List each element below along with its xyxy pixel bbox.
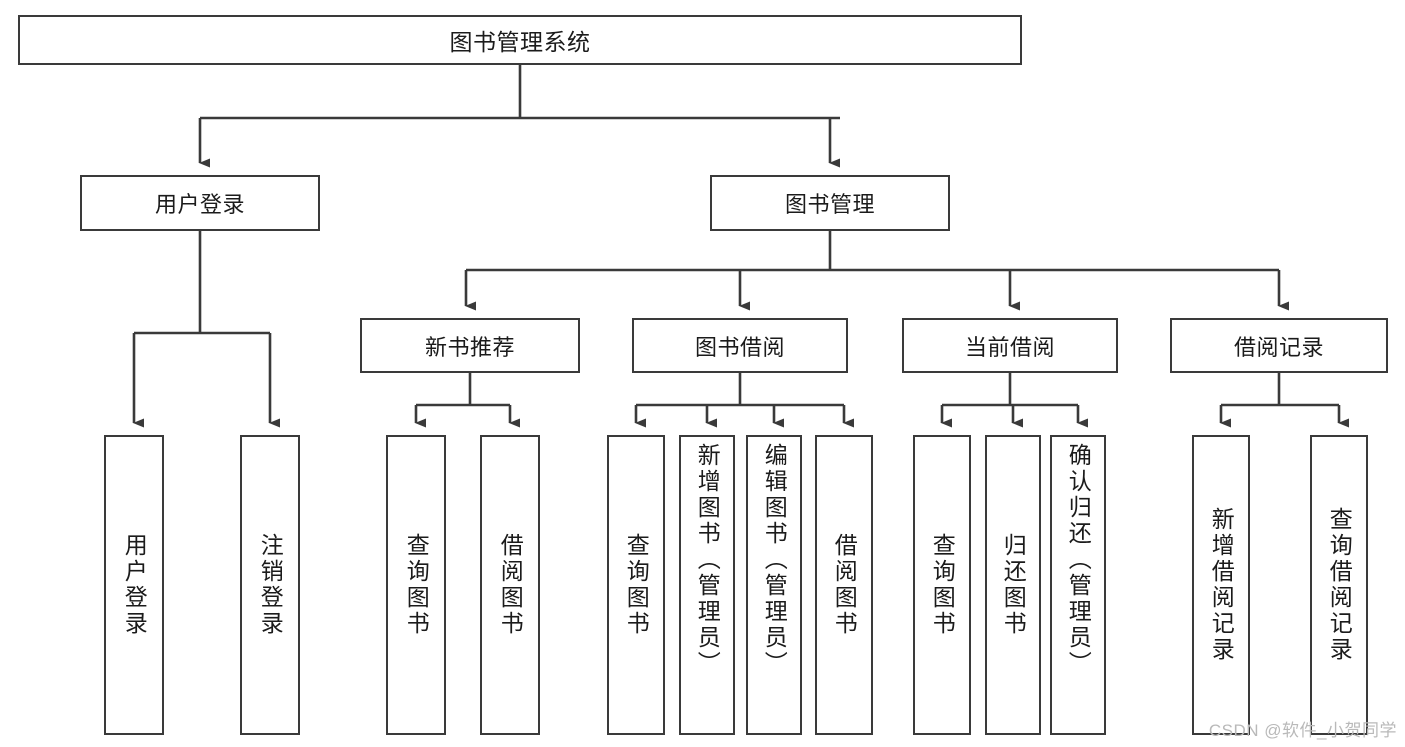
- node-leaf-add-book-admin[interactable]: 新增图书（管理员）: [679, 435, 735, 735]
- node-label: 查询图书: [403, 533, 430, 637]
- node-leaf-query-book-2[interactable]: 查询图书: [607, 435, 665, 735]
- node-label: 当前借阅: [964, 334, 1055, 360]
- node-leaf-confirm-return-admin[interactable]: 确认归还（管理员）: [1050, 435, 1106, 735]
- node-leaf-query-book-1[interactable]: 查询图书: [386, 435, 446, 735]
- node-borrow-record[interactable]: 借阅记录: [1170, 318, 1388, 373]
- node-book-management[interactable]: 图书管理: [710, 175, 950, 231]
- node-leaf-edit-book-admin[interactable]: 编辑图书（管理员）: [746, 435, 802, 735]
- node-label: 查询图书: [623, 533, 650, 637]
- node-label: 查询借阅记录: [1326, 507, 1353, 663]
- node-label: 查询图书: [929, 533, 956, 637]
- node-label: 归还图书: [1000, 533, 1027, 637]
- node-current-borrow[interactable]: 当前借阅: [902, 318, 1118, 373]
- node-label: 注销登录: [257, 533, 284, 637]
- node-leaf-borrow-book-2[interactable]: 借阅图书: [815, 435, 873, 735]
- node-label: 确认归还（管理员）: [1065, 443, 1092, 677]
- node-label: 新增借阅记录: [1208, 507, 1235, 663]
- node-leaf-logout[interactable]: 注销登录: [240, 435, 300, 735]
- node-label: 用户登录: [154, 192, 245, 217]
- node-book-management-system[interactable]: 图书管理系统: [18, 15, 1022, 65]
- node-leaf-user-login[interactable]: 用户登录: [104, 435, 164, 735]
- node-label: 图书管理: [784, 192, 875, 217]
- node-label: 新书推荐: [424, 334, 515, 360]
- watermark: CSDN @软件_小贺同学: [1208, 721, 1397, 740]
- node-label: 借阅记录: [1233, 334, 1324, 360]
- node-label: 新增图书（管理员）: [694, 443, 721, 677]
- node-leaf-query-borrow-record[interactable]: 查询借阅记录: [1310, 435, 1368, 735]
- node-label: 编辑图书（管理员）: [761, 443, 788, 677]
- node-label: 借阅图书: [497, 533, 524, 637]
- node-label: 用户登录: [121, 533, 148, 637]
- node-leaf-return-book[interactable]: 归还图书: [985, 435, 1041, 735]
- node-label: 图书借阅: [694, 334, 785, 360]
- node-book-borrow[interactable]: 图书借阅: [632, 318, 848, 373]
- node-label: 借阅图书: [831, 533, 858, 637]
- node-leaf-query-book-3[interactable]: 查询图书: [913, 435, 971, 735]
- node-user-login[interactable]: 用户登录: [80, 175, 320, 231]
- node-label: 图书管理系统: [449, 29, 591, 55]
- node-leaf-add-borrow-record[interactable]: 新增借阅记录: [1192, 435, 1250, 735]
- node-new-book-recommend[interactable]: 新书推荐: [360, 318, 580, 373]
- node-leaf-borrow-book-1[interactable]: 借阅图书: [480, 435, 540, 735]
